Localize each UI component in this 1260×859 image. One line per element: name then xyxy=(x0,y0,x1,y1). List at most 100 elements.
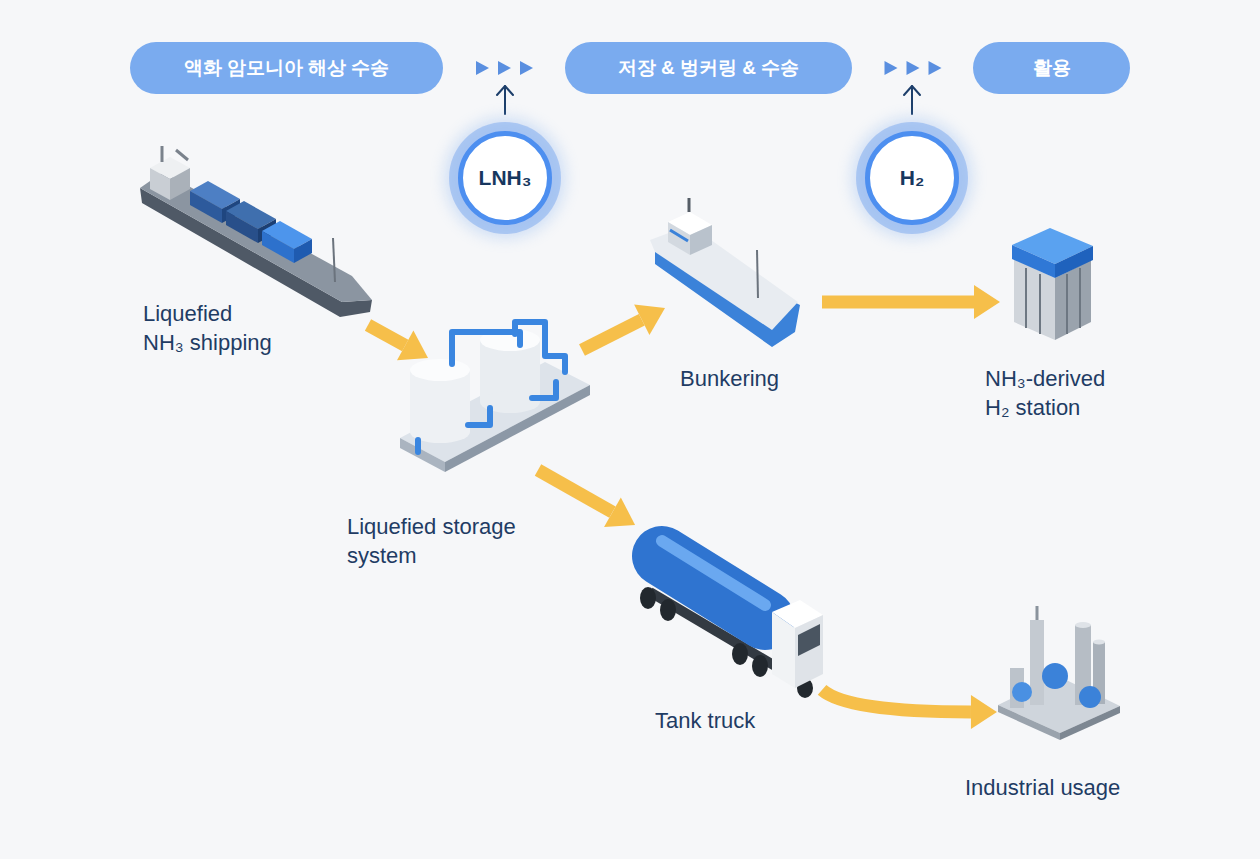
storage-tank-picture-part xyxy=(410,359,470,381)
flow-arrow xyxy=(822,285,1000,319)
cargo-ship-picture-part xyxy=(161,146,164,162)
arrow-head xyxy=(971,695,997,729)
storage-tank-picture-part-part xyxy=(515,322,565,372)
facility-node: Bunkering xyxy=(645,200,822,348)
tank-truck-picture-part xyxy=(798,624,820,656)
bunkering-ship-picture-part xyxy=(690,225,712,255)
industrial-plant-picture-part xyxy=(1093,640,1105,645)
tank-truck-picture-part xyxy=(662,541,765,605)
flow-arrow xyxy=(852,61,973,75)
facility-label-text: Bunkering xyxy=(680,365,810,394)
flow-arrow xyxy=(368,325,428,360)
arrow-shaft xyxy=(538,470,612,512)
facility-label: NH₃-derived H₂ station xyxy=(985,365,1130,422)
stage-pill: 활용 xyxy=(973,42,1130,94)
hydrogen-station-picture-part-part xyxy=(1066,274,1068,334)
facility-label: Liquefied NH₃ shipping xyxy=(143,300,279,357)
industrial-plant-picture-part xyxy=(1012,682,1032,702)
storage-tank-picture xyxy=(400,322,590,472)
arrow-head xyxy=(397,331,428,361)
substance-circle: H₂ xyxy=(865,131,959,225)
industrial-plant-picture xyxy=(998,606,1120,740)
stage-pill: 저장 & 벙커링 & 수송 xyxy=(565,42,852,94)
facility-label: Liquefied storage system xyxy=(347,513,542,570)
hydrogen-station-picture-part xyxy=(1012,245,1055,278)
hydrogen-station-picture-part-part xyxy=(1079,268,1081,328)
facility-label-text: NH₃-derived H₂ station xyxy=(985,365,1130,422)
flow-triangle xyxy=(885,61,898,75)
bunkering-ship-picture-part xyxy=(668,222,690,255)
facility-node: Tank truck xyxy=(630,520,825,692)
facility-label-text: Liquefied NH₃ shipping xyxy=(143,300,279,357)
industrial-plant-picture-part xyxy=(998,705,1060,740)
arrow-head xyxy=(604,497,635,527)
substance-label: H₂ xyxy=(900,166,925,190)
arrow-shaft xyxy=(368,325,405,345)
stage-label: 저장 & 벙커링 & 수송 xyxy=(618,55,800,81)
storage-tank-picture-part-part xyxy=(468,408,490,425)
tank-truck-picture-part xyxy=(640,587,813,698)
facility-label: Tank truck xyxy=(655,707,805,736)
hydrogen-station-picture xyxy=(1012,228,1093,340)
flow-triangle xyxy=(929,61,942,75)
cargo-ship-picture-part xyxy=(150,168,170,200)
flow-arrow xyxy=(443,61,565,75)
tank-truck-picture-part-part xyxy=(640,587,656,609)
tank-truck-picture-part xyxy=(795,615,823,688)
bunkering-ship-picture-part xyxy=(688,198,691,212)
cargo-ship-picture-part xyxy=(333,238,335,282)
hydrogen-station-picture-part xyxy=(1026,268,1080,334)
storage-tank-picture-part-part xyxy=(532,382,556,398)
arrow-shaft xyxy=(582,320,642,350)
industrial-plant-picture-part xyxy=(1042,663,1068,689)
pointer-arrow-part xyxy=(504,86,506,114)
storage-tank-picture-part xyxy=(400,438,445,472)
facility-label: Bunkering xyxy=(680,365,810,394)
arrow-shaft xyxy=(822,295,974,308)
bunkering-ship-picture xyxy=(650,198,800,347)
stage-label: 액화 암모니아 해상 수송 xyxy=(184,55,390,81)
tank-truck-picture-part xyxy=(772,612,795,688)
facility-label-text: Tank truck xyxy=(655,707,805,736)
flow-arrow xyxy=(822,690,997,729)
facility-node: Liquefied NH₃ shipping xyxy=(135,150,380,325)
tank-truck-picture-part-part xyxy=(732,643,748,665)
pointer-arrow-part xyxy=(911,86,913,114)
flow-triangle xyxy=(907,61,920,75)
storage-tank-picture-part xyxy=(418,322,565,452)
flow-triangle xyxy=(476,61,489,75)
arrow-head xyxy=(974,285,1000,319)
bunkering-ship-picture-part xyxy=(670,230,688,241)
facility-node: NH₃-derived H₂ station xyxy=(1000,225,1100,350)
pointer-arrow-part xyxy=(904,86,920,95)
substance-label: LNH₃ xyxy=(479,166,532,190)
tank-truck-picture-part-part xyxy=(660,599,676,621)
cargo-ship-picture-part xyxy=(170,168,190,200)
cargo-ship-picture-part xyxy=(190,191,222,223)
industrial-plant-picture-part xyxy=(1075,622,1091,628)
pointer-arrow-part xyxy=(497,86,513,95)
facility-label: Industrial usage xyxy=(965,774,1155,803)
cargo-ship-picture-part xyxy=(262,231,294,263)
hydrogen-station-picture-part xyxy=(1055,246,1093,278)
industrial-plant-picture-part xyxy=(1060,706,1120,740)
flow-triangle xyxy=(498,61,511,75)
industrial-plant-picture-part xyxy=(1079,686,1101,708)
storage-tank-picture-part-part xyxy=(452,332,520,364)
cargo-ship-picture-part xyxy=(176,150,188,160)
facility-label-text: Liquefied storage system xyxy=(347,513,542,570)
tank-truck-picture-part xyxy=(662,556,765,620)
hydrogen-station-picture-part-part xyxy=(1039,274,1041,334)
bunkering-ship-picture-part xyxy=(757,250,758,298)
industrial-plant-picture-part xyxy=(1036,606,1039,620)
stage-pill: 액화 암모니아 해상 수송 xyxy=(130,42,443,94)
cargo-ship-picture-part xyxy=(294,239,312,263)
facility-node: Industrial usage xyxy=(995,605,1125,733)
arrow-head xyxy=(634,305,665,335)
industrial-plant-picture-part xyxy=(1030,620,1044,705)
stage-label: 활용 xyxy=(1033,55,1071,81)
substance-circle: LNH₃ xyxy=(458,131,552,225)
